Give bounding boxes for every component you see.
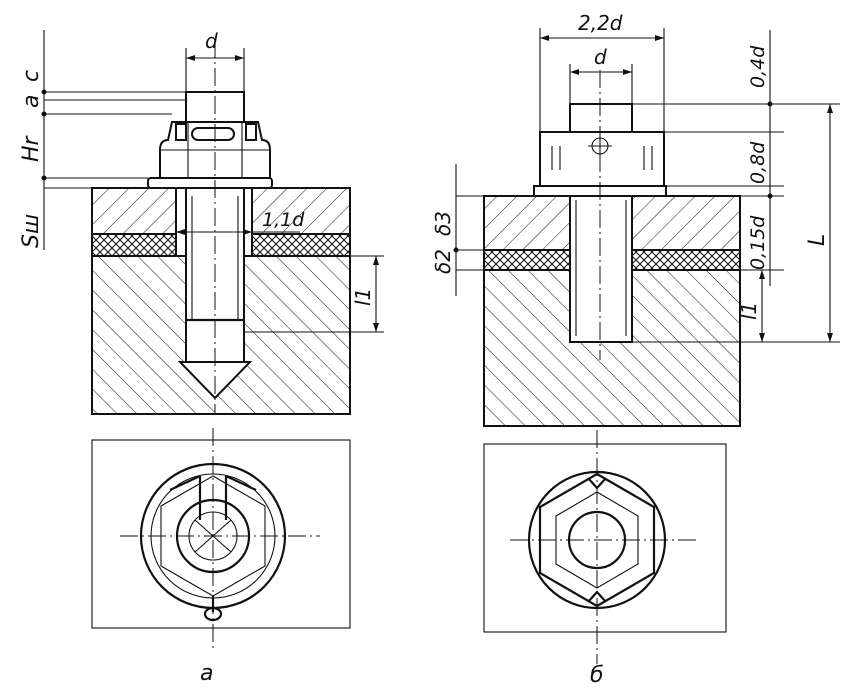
dim-label-b-delta3: δ3 (431, 211, 455, 236)
dim-label-a-a: a (19, 95, 44, 108)
dim-label-b-0-8d: 0,8d (747, 141, 769, 184)
dim-label-b-d: d (594, 45, 607, 69)
nut-hex-b (538, 472, 656, 608)
dim-label-b-2-2d: 2,2d (578, 11, 623, 35)
view-b: 2,2d d 0,4d 0,8d 0,15d L l1 δ3 (431, 11, 840, 664)
washer-a (147, 177, 273, 189)
castle-nut-b (539, 131, 665, 187)
dim-label-b-l1: l1 (737, 302, 761, 320)
washer-outline-b (527, 470, 667, 610)
dim-label-a-1-1d: 1,1d (262, 209, 305, 231)
dim-label-a-sw: Sш (19, 214, 44, 248)
dim-label-b-0-15d: 0,15d (747, 215, 769, 270)
dim-label-a-l1: l1 (351, 288, 375, 306)
split-pin-top-a (169, 475, 257, 612)
top-view-frame-b (483, 443, 727, 633)
dim-label-a-d: d (205, 29, 218, 53)
dim-label-b-l: L (805, 234, 830, 246)
bolt-shank-b (569, 195, 633, 343)
caption-b: б (590, 663, 604, 688)
dim-label-a-c: c (19, 70, 44, 82)
bolt-end-b (569, 103, 633, 133)
top-view-frame-a (91, 439, 351, 629)
dim-label-b-delta2: δ2 (431, 249, 455, 274)
bolt-circle-a (188, 511, 238, 561)
view-a: d c a Hr Sш 1,1d l1 (19, 29, 384, 652)
dim-label-a-hr: Hr (19, 134, 44, 162)
bolt-circle-b (567, 510, 627, 570)
split-pin-a (191, 127, 235, 141)
dim-label-b-0-4d: 0,4d (747, 45, 769, 88)
caption-a: a (200, 661, 213, 686)
